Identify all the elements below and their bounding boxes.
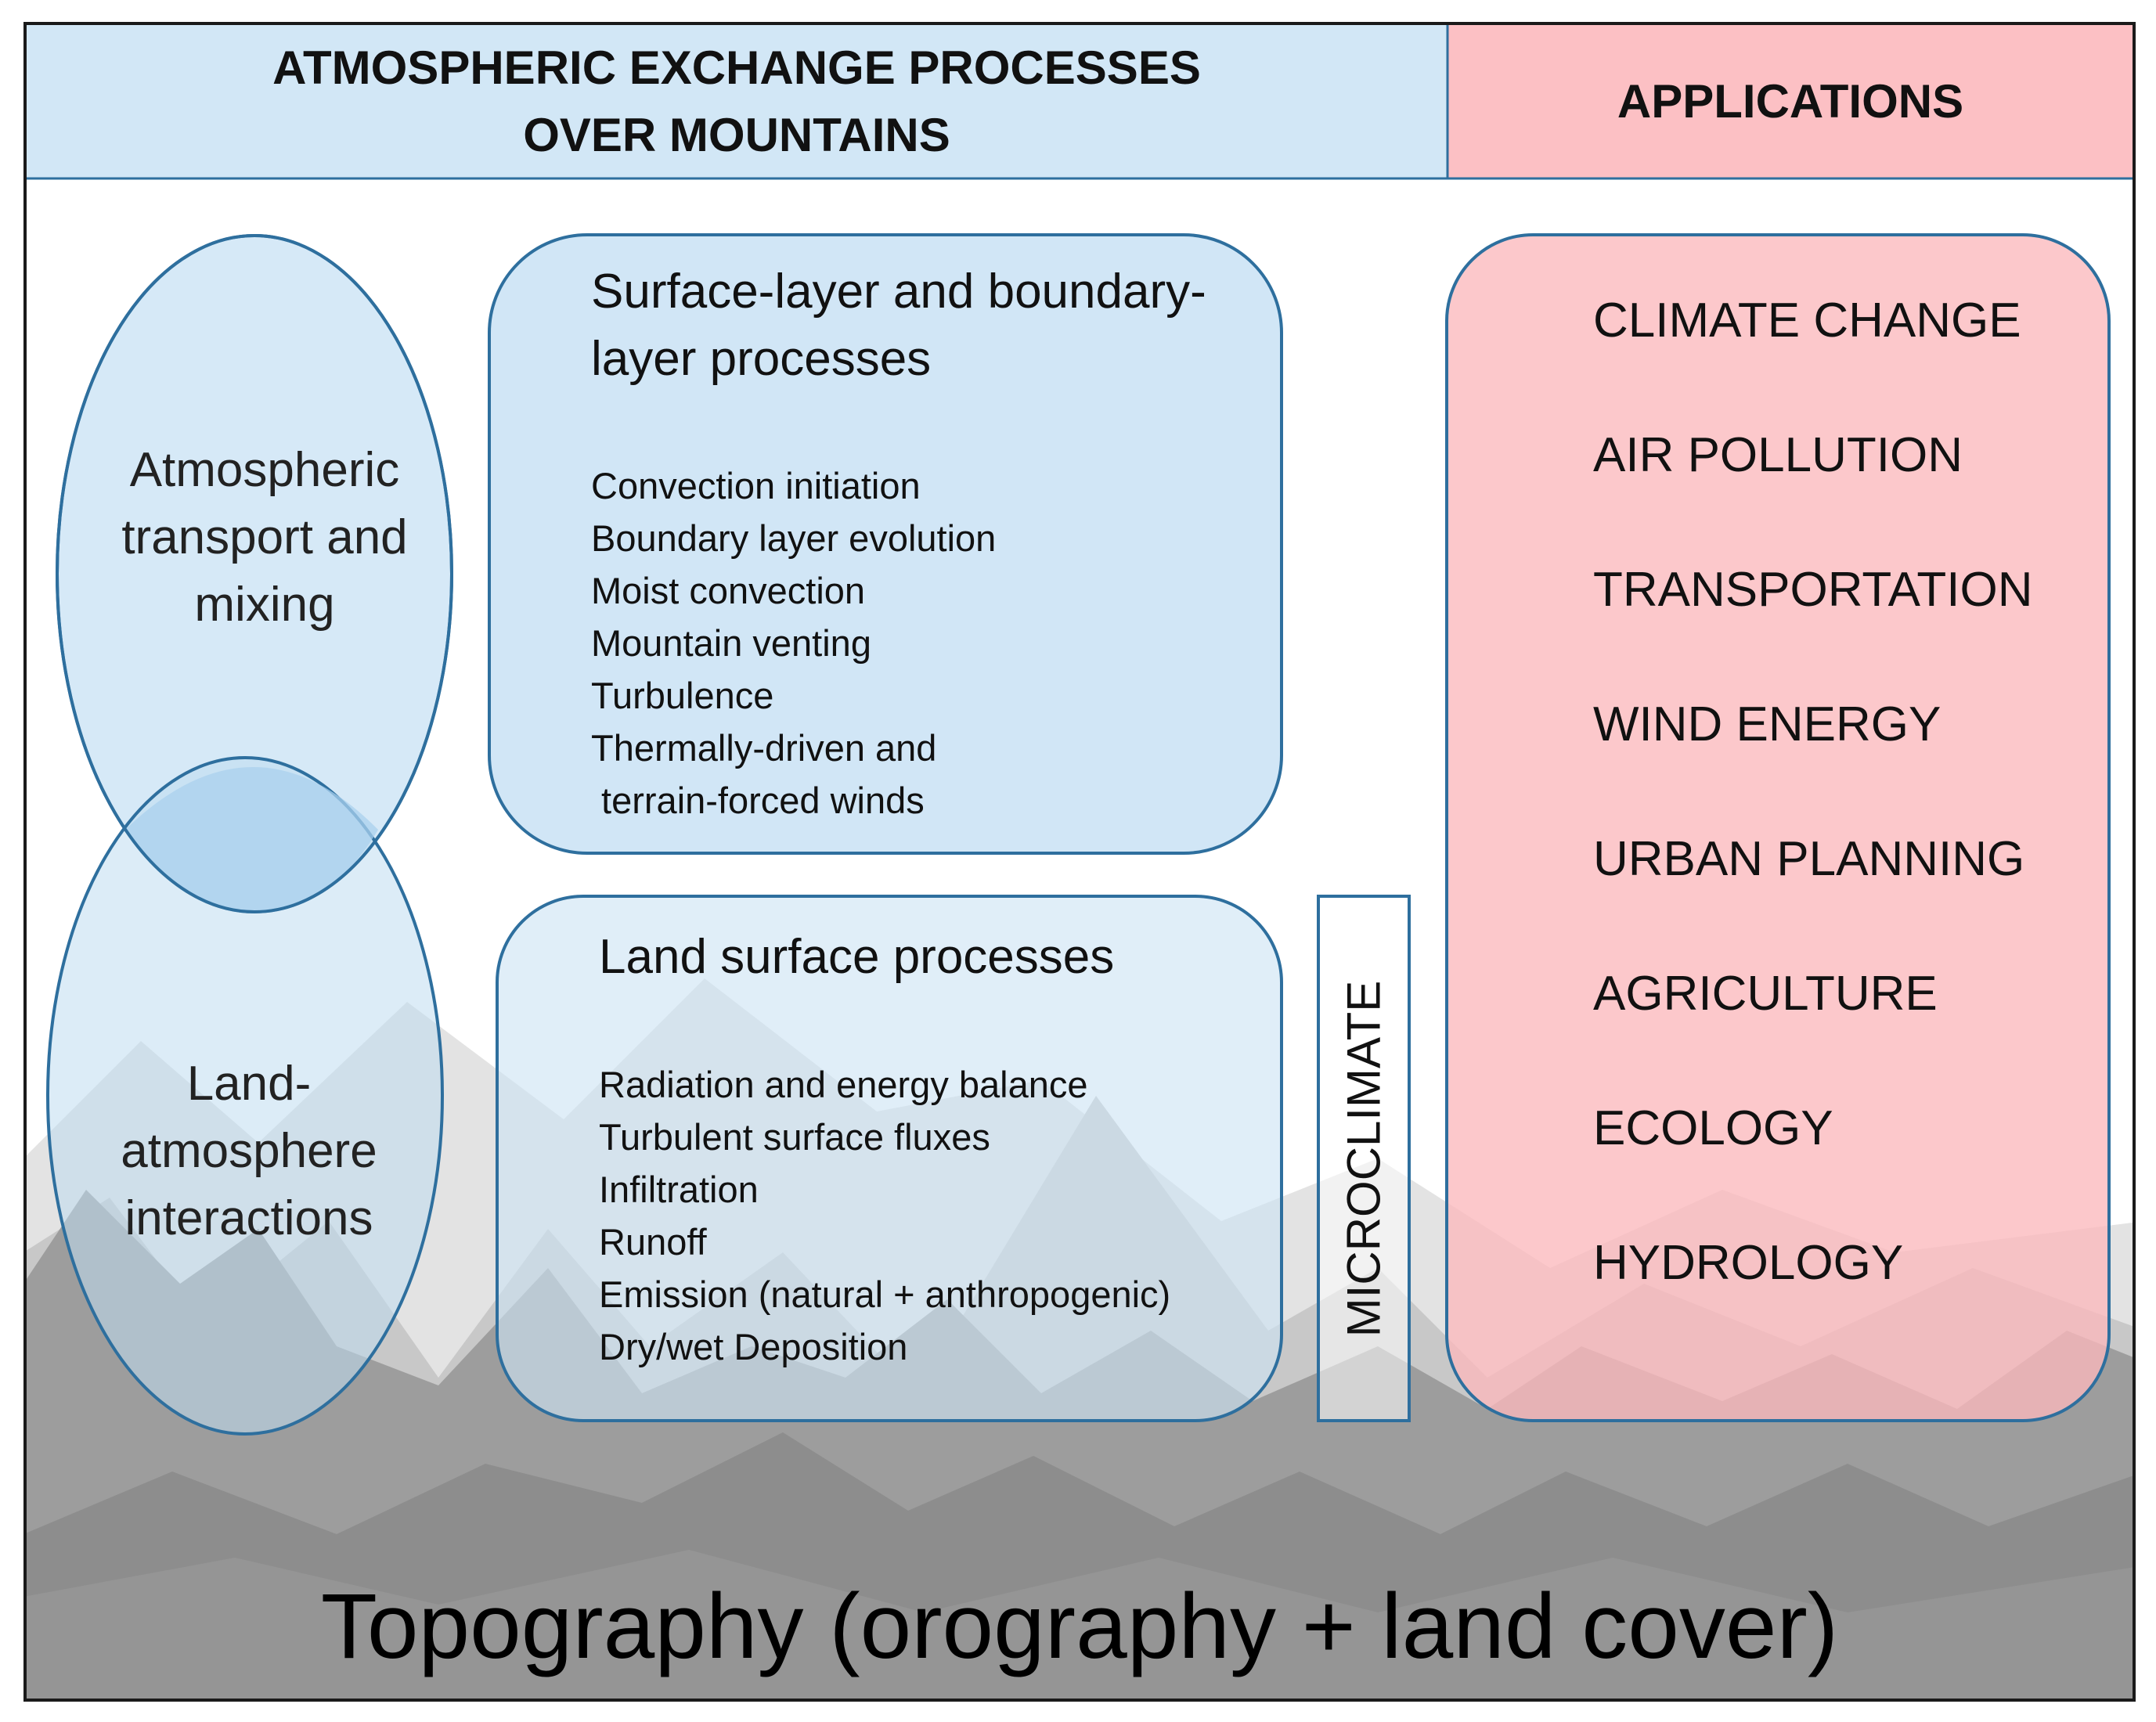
land-surface-list: Radiation and energy balance Turbulent s…: [599, 1058, 1170, 1373]
header-left-band: [27, 25, 1447, 178]
microclimate-box: MICROCLIMATE: [1318, 896, 1409, 1421]
oval-bottom-label-line3: interactions: [124, 1191, 373, 1245]
oval-overlap: [125, 767, 378, 912]
list-item: Turbulence: [591, 675, 774, 716]
list-item: Radiation and energy balance: [599, 1064, 1088, 1105]
oval-atmospheric-transport-outline: [56, 234, 453, 913]
application-item: HYDROLOGY: [1593, 1236, 1904, 1290]
header-right-band: [1448, 25, 2133, 178]
land-surface-title: Land surface processes: [599, 930, 1115, 984]
microclimate-label: MICROCLIMATE: [1337, 980, 1390, 1337]
list-item: Boundary layer evolution: [591, 517, 997, 559]
list-item: Moist convection: [591, 570, 866, 611]
oval-top-label-line3: mixing: [194, 578, 335, 632]
application-item: AIR POLLUTION: [1593, 428, 1963, 482]
surface-layer-title: Surface-layer and boundary- layer proces…: [591, 258, 1206, 393]
foreground-ridge: [27, 1550, 2133, 1699]
surface-layer-title-line2: layer processes: [591, 332, 932, 386]
surface-layer-list: Convection initiation Boundary layer evo…: [591, 459, 996, 827]
oval-top-label-line1: Atmospheric: [129, 443, 400, 497]
list-item: terrain-forced winds: [591, 780, 925, 821]
list-item: Infiltration: [599, 1169, 759, 1210]
list-item: Runoff: [599, 1221, 707, 1263]
surface-layer-box-shape: [488, 233, 1283, 855]
header-left-title-line2: OVER MOUNTAINS: [523, 109, 950, 161]
list-item: Emission (natural + anthropogenic): [599, 1273, 1171, 1315]
topography-label: Topography (orography + land cover): [320, 1575, 1839, 1678]
oval-bottom-label-line1: Land-: [186, 1057, 312, 1111]
list-item: Convection initiation: [591, 465, 921, 506]
list-item: Dry/wet Deposition: [599, 1326, 908, 1367]
header-left-title-line1: ATMOSPHERIC EXCHANGE PROCESSES: [272, 41, 1201, 94]
list-item: Mountain venting: [591, 622, 871, 664]
header-right-title: APPLICATIONS: [1617, 75, 1964, 128]
header-left-title: ATMOSPHERIC EXCHANGE PROCESSES OVER MOUN…: [27, 31, 1447, 172]
oval-top-label-line2: transport and: [121, 510, 408, 564]
oval-bottom-label: Land- atmosphere interactions: [63, 1050, 435, 1252]
surface-layer-title-line1: Surface-layer and boundary-: [591, 265, 1206, 319]
application-item: AGRICULTURE: [1593, 967, 1938, 1021]
oval-land-atmosphere: [46, 756, 444, 1436]
oval-bottom-label-line2: atmosphere: [121, 1124, 377, 1178]
outer-frame: [23, 22, 2136, 1702]
application-item: WIND ENERGY: [1593, 697, 1941, 751]
application-item: CLIMATE CHANGE: [1593, 294, 2021, 348]
oval-top-label: Atmospheric transport and mixing: [78, 437, 451, 639]
application-item: URBAN PLANNING: [1593, 832, 2025, 886]
application-item: ECOLOGY: [1593, 1101, 1833, 1155]
land-surface-box-shape: [496, 895, 1283, 1422]
applications-box-shape: [1445, 233, 2111, 1422]
microclimate-box-shape: [1317, 895, 1411, 1422]
list-item: Turbulent surface fluxes: [599, 1116, 990, 1158]
application-item: TRANSPORTATION: [1593, 563, 2033, 617]
list-item: Thermally-driven and: [591, 727, 937, 769]
